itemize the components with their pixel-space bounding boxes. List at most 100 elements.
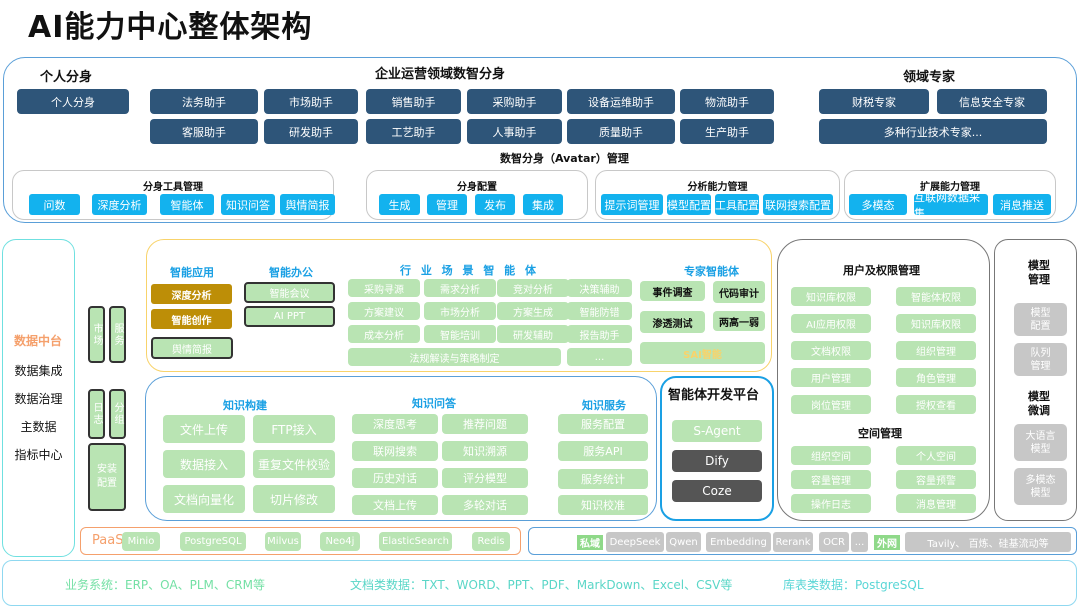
queue-management[interactable]: 队列管理	[1014, 343, 1067, 376]
industry-agent[interactable]: 研发辅助	[497, 325, 569, 343]
permission-item[interactable]: 文档权限	[791, 341, 871, 360]
tool-item[interactable]: 智能体	[160, 194, 214, 215]
enterprise-assistant[interactable]: 设备运维助手	[567, 89, 675, 114]
paas-component[interactable]: Minio	[122, 532, 160, 551]
space-item[interactable]: 操作日志	[791, 494, 871, 513]
agent-s-agent[interactable]: S-Agent	[672, 420, 762, 442]
paas-component[interactable]: ElasticSearch	[379, 532, 452, 551]
space-item[interactable]: 消息管理	[896, 494, 976, 513]
permission-item[interactable]: 智能体权限	[896, 287, 976, 306]
expert-event[interactable]: 事件调查	[640, 281, 705, 301]
industry-agent[interactable]: 方案生成	[497, 302, 569, 320]
industry-agent[interactable]: 智能防错	[567, 302, 632, 320]
tool-item[interactable]: 提示词管理	[601, 194, 663, 215]
tool-group[interactable]: 分组	[109, 389, 126, 439]
tool-item[interactable]: 问数	[29, 194, 80, 215]
permission-item[interactable]: 知识库权限	[896, 314, 976, 333]
tool-item[interactable]: 工具配置	[715, 194, 759, 215]
space-item[interactable]: 个人空间	[896, 446, 976, 465]
tune-multimodal[interactable]: 多模态模型	[1014, 468, 1067, 505]
industry-regulation[interactable]: 法规解读与策略制定	[348, 348, 561, 366]
kb-qa-item[interactable]: 知识溯源	[442, 441, 528, 461]
private-model[interactable]: DeepSeek	[606, 532, 664, 552]
kb-build-item[interactable]: FTP接入	[253, 415, 335, 443]
enterprise-assistant[interactable]: 市场助手	[264, 89, 358, 114]
tool-item[interactable]: 联网搜索配置	[763, 194, 833, 215]
expert-infosec[interactable]: 信息安全专家	[937, 89, 1047, 114]
industry-agent[interactable]: 竞对分析	[497, 279, 569, 297]
kb-qa-item[interactable]: 评分模型	[442, 468, 528, 488]
private-model[interactable]: OCR	[819, 532, 849, 552]
private-model[interactable]: ...	[851, 532, 868, 552]
enterprise-assistant[interactable]: 人事助手	[467, 119, 562, 144]
app-deep-analysis[interactable]: 深度分析	[151, 284, 232, 304]
app-smart-creation[interactable]: 智能创作	[151, 309, 232, 329]
permission-item[interactable]: 角色管理	[896, 368, 976, 387]
kb-qa-item[interactable]: 历史对话	[352, 468, 438, 488]
private-model[interactable]: Embedding	[706, 532, 771, 552]
expert-twohigh[interactable]: 两高一弱	[713, 311, 765, 331]
public-models[interactable]: Tavily、 百炼、硅基流动等	[905, 532, 1071, 552]
office-ai-ppt[interactable]: AI PPT	[244, 306, 335, 327]
kb-build-item[interactable]: 文件上传	[163, 415, 245, 443]
space-item[interactable]: 容量预警	[896, 470, 976, 489]
kb-service-item[interactable]: 服务统计	[558, 469, 648, 489]
tool-item[interactable]: 多模态	[849, 194, 907, 215]
industry-agent[interactable]: 决策辅助	[567, 279, 632, 297]
tool-install[interactable]: 安装配置	[88, 443, 126, 511]
kb-service-item[interactable]: 服务配置	[558, 414, 648, 434]
kb-qa-item[interactable]: 联网搜索	[352, 441, 438, 461]
kb-build-item[interactable]: 重复文件校验	[253, 450, 335, 478]
app-sentiment-report[interactable]: 舆情简报	[151, 337, 233, 359]
enterprise-assistant[interactable]: 客服助手	[150, 119, 258, 144]
tool-service[interactable]: 服务	[109, 306, 126, 363]
enterprise-assistant[interactable]: 物流助手	[680, 89, 774, 114]
paas-component[interactable]: PostgreSQL	[180, 532, 246, 551]
tool-item[interactable]: 管理	[427, 194, 467, 215]
industry-agent[interactable]: 市场分析	[424, 302, 496, 320]
permission-item[interactable]: 岗位管理	[791, 395, 871, 414]
expert-pentest[interactable]: 渗透测试	[640, 311, 705, 333]
tool-item[interactable]: 消息推送	[993, 194, 1051, 215]
kb-qa-item[interactable]: 多轮对话	[442, 495, 528, 515]
expert-sai[interactable]: SAI智能	[640, 342, 765, 364]
tool-item[interactable]: 发布	[475, 194, 515, 215]
kb-qa-item[interactable]: 文档上传	[352, 495, 438, 515]
tune-llm[interactable]: 大语言模型	[1014, 424, 1067, 461]
enterprise-assistant[interactable]: 工艺助手	[366, 119, 461, 144]
tool-item[interactable]: 知识问答	[221, 194, 275, 215]
private-model[interactable]: Rerank	[773, 532, 813, 552]
space-item[interactable]: 容量管理	[791, 470, 871, 489]
industry-agent[interactable]: 需求分析	[424, 279, 496, 297]
private-model[interactable]: Qwen	[666, 532, 701, 552]
kb-qa-item[interactable]: 深度思考	[352, 414, 438, 434]
tool-log[interactable]: 日志	[88, 389, 105, 439]
office-meeting[interactable]: 智能会议	[244, 282, 335, 303]
permission-item[interactable]: 知识库权限	[791, 287, 871, 306]
permission-item[interactable]: AI应用权限	[791, 314, 871, 333]
industry-more[interactable]: ...	[567, 348, 632, 366]
industry-agent[interactable]: 成本分析	[348, 325, 420, 343]
kb-build-item[interactable]: 文档向量化	[163, 485, 245, 513]
tool-item[interactable]: 深度分析	[92, 194, 147, 215]
industry-agent[interactable]: 方案建议	[348, 302, 420, 320]
agent-dify[interactable]: Dify	[672, 450, 762, 472]
expert-industry[interactable]: 多种行业技术专家...	[819, 119, 1047, 144]
model-config[interactable]: 模型配置	[1014, 303, 1067, 336]
industry-agent[interactable]: 智能培训	[424, 325, 496, 343]
tool-item[interactable]: 生成	[379, 194, 420, 215]
expert-code-audit[interactable]: 代码审计	[713, 281, 765, 303]
paas-component[interactable]: Neo4j	[320, 532, 360, 551]
industry-agent[interactable]: 报告助手	[567, 325, 632, 343]
agent-coze[interactable]: Coze	[672, 480, 762, 502]
enterprise-assistant[interactable]: 质量助手	[567, 119, 675, 144]
kb-service-item[interactable]: 服务API	[558, 441, 648, 461]
space-item[interactable]: 组织空间	[791, 446, 871, 465]
tool-item[interactable]: 互联网数据采集	[914, 191, 988, 220]
enterprise-assistant[interactable]: 法务助手	[150, 89, 258, 114]
tool-item[interactable]: 集成	[523, 194, 563, 215]
kb-build-item[interactable]: 切片修改	[253, 485, 335, 513]
industry-agent[interactable]: 采购寻源	[348, 279, 420, 297]
enterprise-assistant[interactable]: 研发助手	[264, 119, 358, 144]
enterprise-assistant[interactable]: 采购助手	[467, 89, 562, 114]
